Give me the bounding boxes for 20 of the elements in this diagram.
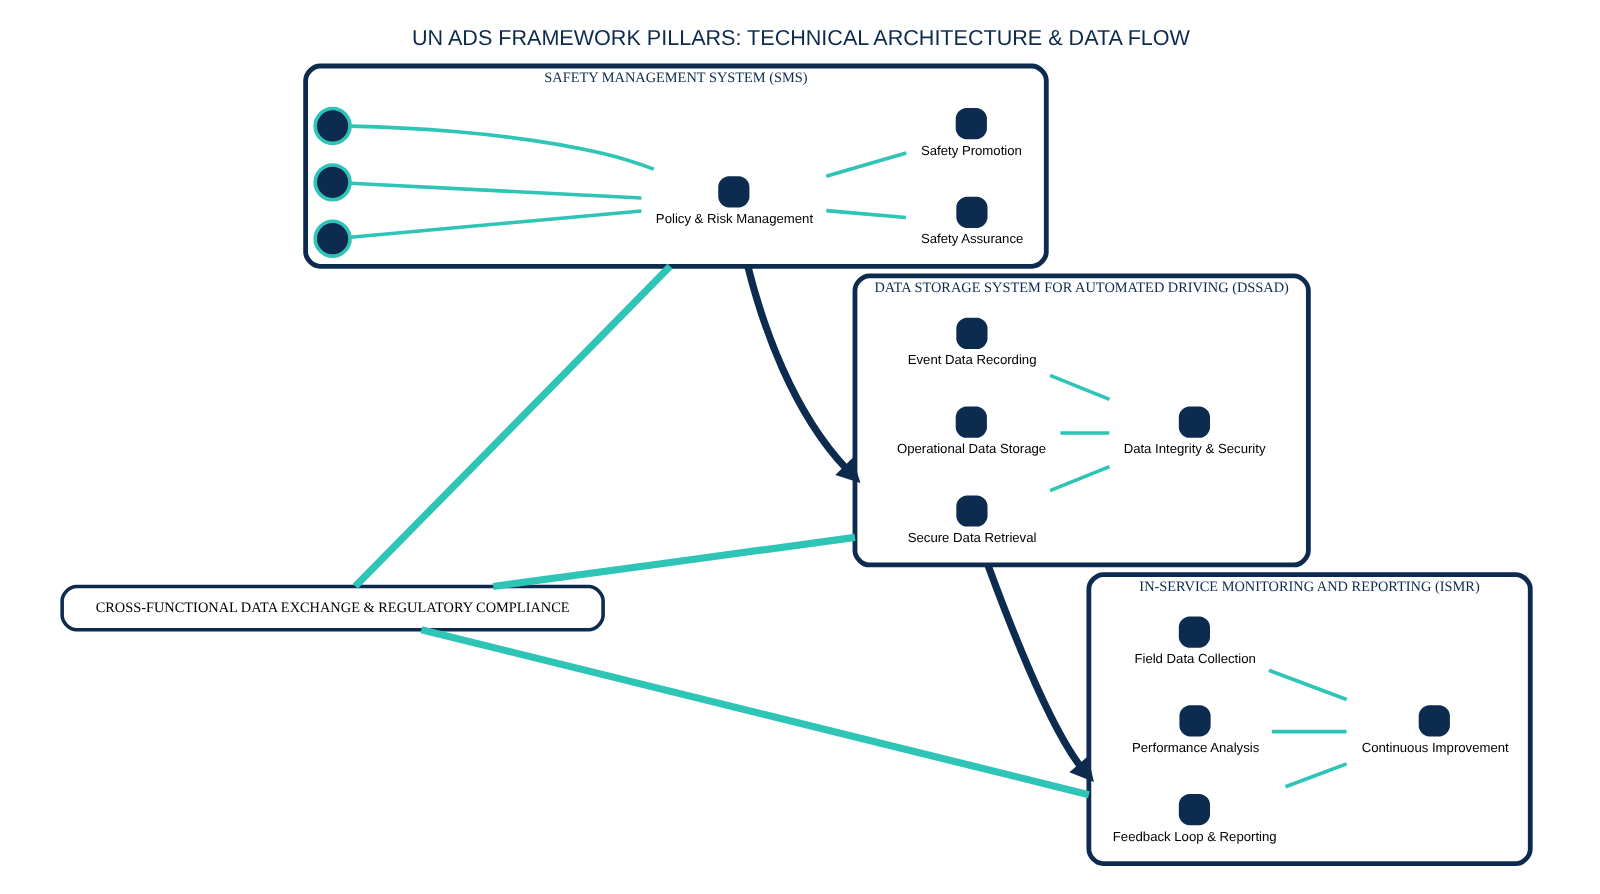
node-circle bbox=[312, 162, 351, 201]
connector bbox=[419, 625, 1089, 798]
connector bbox=[1283, 761, 1347, 788]
connector bbox=[1059, 430, 1109, 434]
arrow bbox=[983, 562, 1093, 781]
connector bbox=[1048, 464, 1110, 492]
connector bbox=[491, 532, 855, 590]
connector bbox=[825, 207, 906, 219]
connector bbox=[351, 262, 672, 588]
connector bbox=[1270, 728, 1346, 733]
node-circle bbox=[312, 105, 351, 145]
connector bbox=[1048, 372, 1110, 400]
connector bbox=[824, 150, 906, 177]
connector bbox=[1267, 667, 1347, 701]
node-circle bbox=[312, 218, 351, 257]
connector bbox=[349, 123, 654, 170]
diagram-title: UN ADS FRAMEWORK PILLARS: TECHNICAL ARCHITECTURE & DATA FLOW bbox=[411, 25, 1189, 50]
connector bbox=[349, 180, 641, 199]
arrow bbox=[743, 264, 860, 482]
connector bbox=[349, 208, 641, 238]
